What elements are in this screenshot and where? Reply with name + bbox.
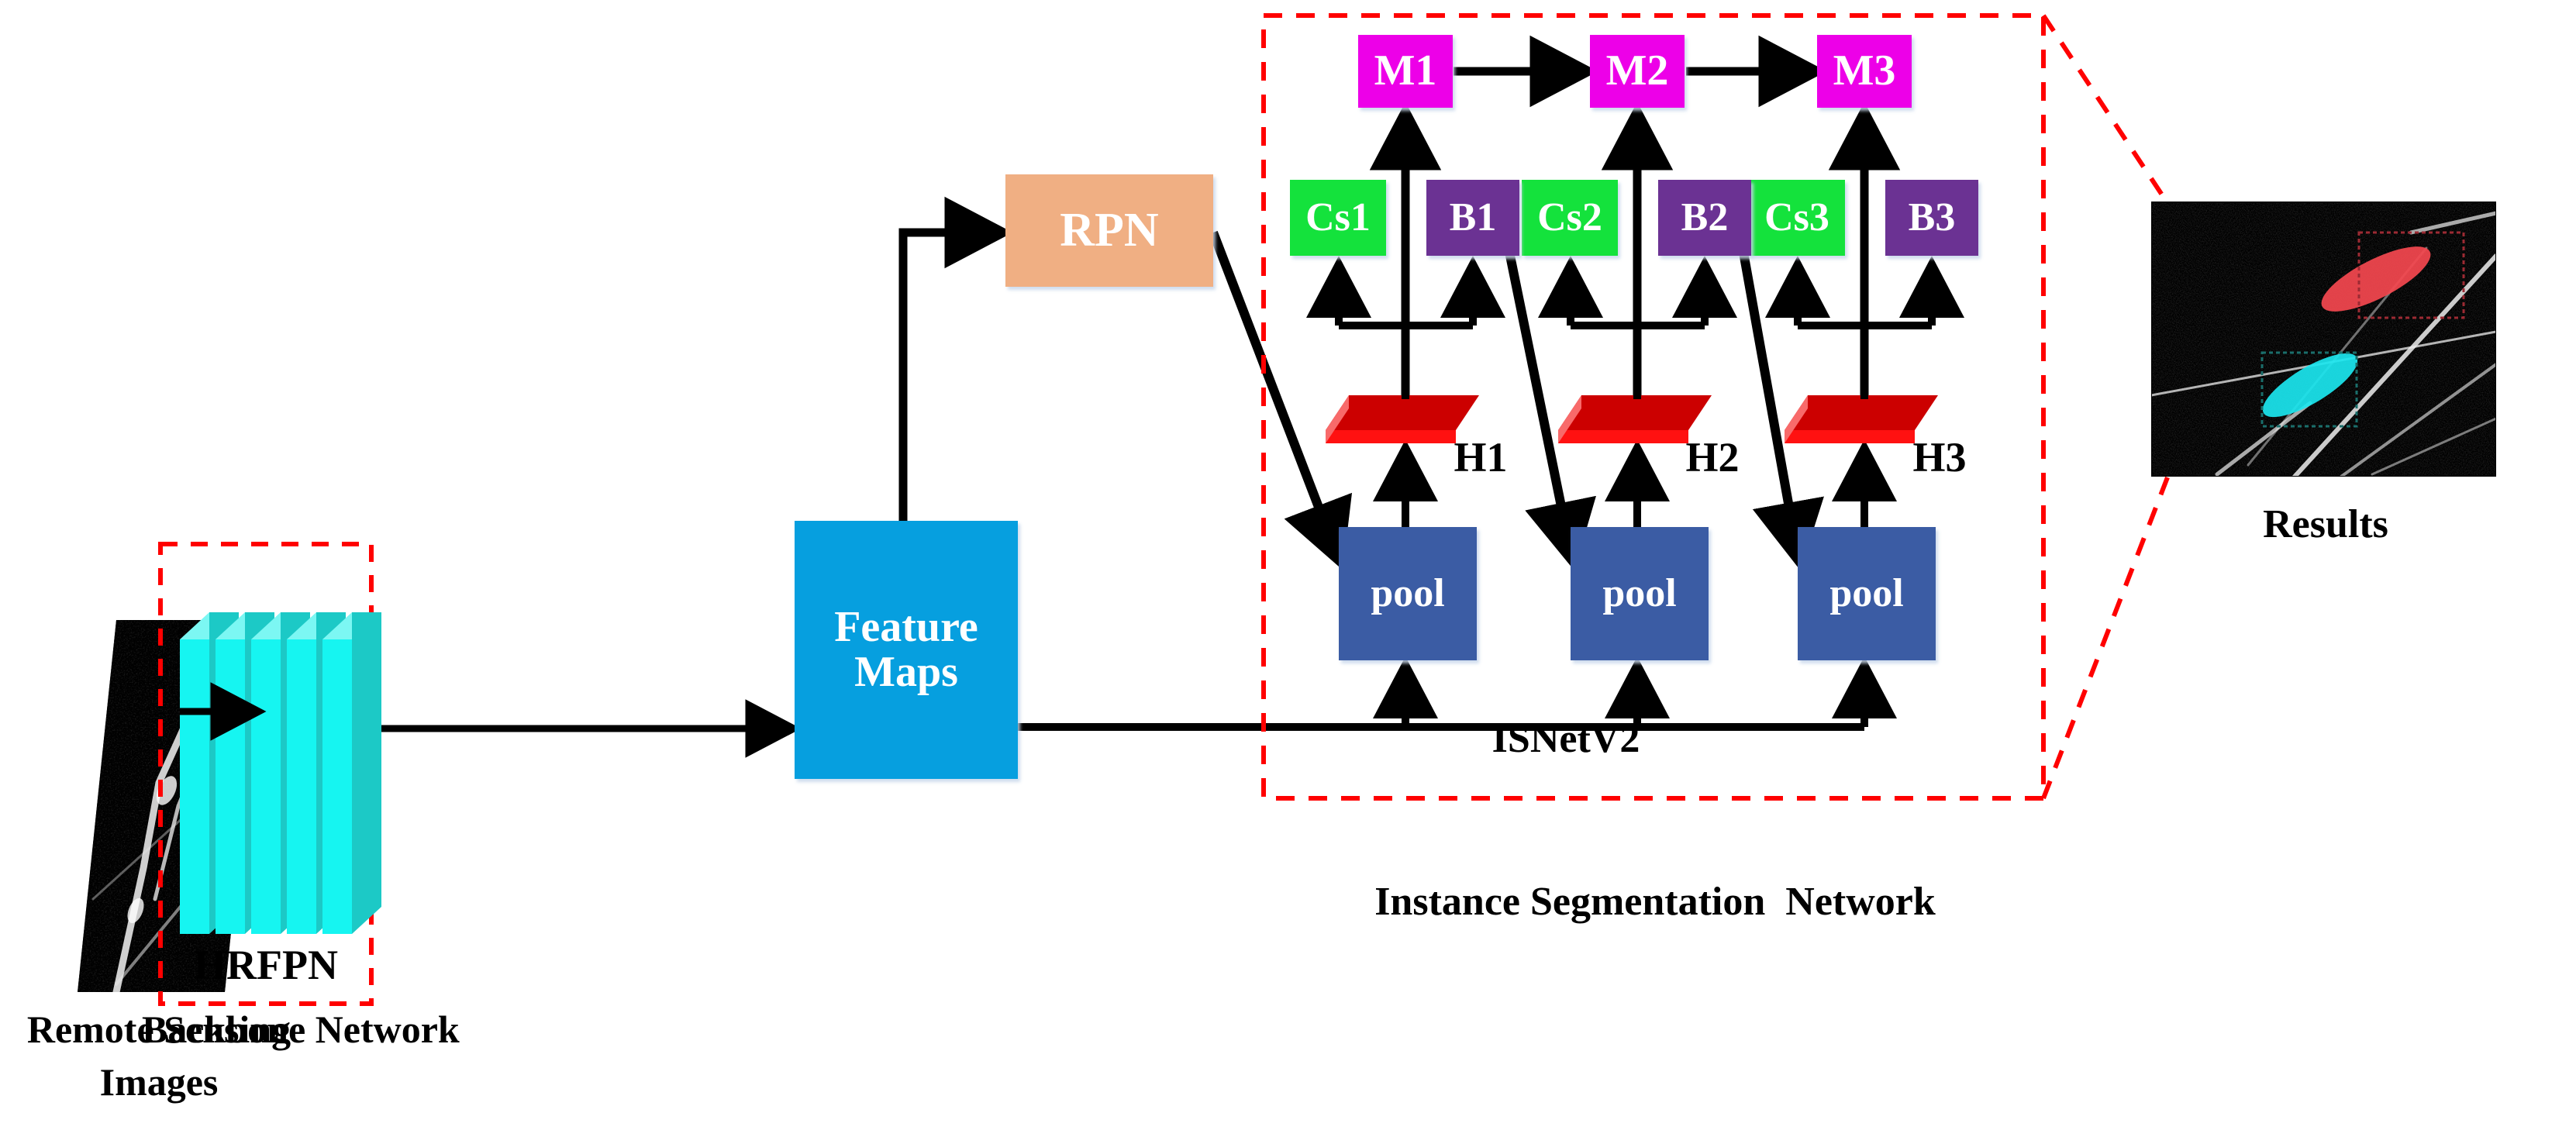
class-label-1: Cs1 [1305,195,1371,240]
bbox-label-3: B3 [1908,195,1956,240]
backbone-dashed [158,542,374,1006]
pool-box-1[interactable]: pool [1339,527,1477,660]
pool-label-3: pool [1829,571,1904,616]
class-label-2: Cs2 [1537,195,1602,240]
mask-label-3: M3 [1833,47,1896,95]
hrfpn-slab-stack [180,612,381,934]
pool-box-2[interactable]: pool [1571,527,1709,660]
results-image [2151,202,2496,477]
result-instance-cyan [2260,351,2358,428]
bbox-box-3[interactable]: B3 [1885,180,1978,256]
class-label-3: Cs3 [1764,195,1829,240]
hrfpn-label: HRFPN [194,942,338,988]
pool-label-1: pool [1371,571,1445,616]
class-box-3[interactable]: Cs3 [1749,180,1845,256]
arrow-rpn-to-pool-1 [1209,230,1353,570]
pool-label-2: pool [1602,571,1677,616]
head-slab-2 [1558,395,1712,443]
isnet-inner-label: ISNetV2 [1491,717,1640,761]
input-caption-line1: Remote Sensing [26,1008,291,1051]
mask-label-1: M1 [1374,47,1437,95]
mask-box-3[interactable]: M3 [1817,35,1912,108]
result-instance-red [2321,231,2465,319]
head-slab-3 [1785,395,1938,443]
pool-box-3[interactable]: pool [1798,527,1936,660]
mask-box-2[interactable]: M2 [1590,35,1685,108]
dashed-leader-top [2041,14,2170,205]
class-box-2[interactable]: Cs2 [1522,180,1618,256]
feature-maps-box[interactable]: Feature Maps [795,521,1018,779]
results-caption: Results [2263,502,2388,546]
bbox-box-1[interactable]: B1 [1426,180,1519,256]
backbone-network-caption: Backbone Network [142,1008,460,1051]
head-label-3: H3 [1912,434,1967,481]
arrow-rpn-to-pool-3 [1738,246,1824,571]
hrfpn-slab [322,612,381,934]
class-box-1[interactable]: Cs1 [1290,180,1386,256]
mask-box-1[interactable]: M1 [1358,35,1453,108]
head-label-1: H1 [1454,434,1508,481]
head-slab-1 [1326,395,1479,443]
head-label-2: H2 [1685,434,1740,481]
rpn-box[interactable]: RPN [1005,174,1213,287]
bbox-box-2[interactable]: B2 [1658,180,1751,256]
feature-maps-label-line1: Feature [834,603,978,652]
feature-maps-label-line2: Maps [854,647,958,696]
mask-label-2: M2 [1605,47,1669,95]
arrow-featuremaps-to-rpn [898,196,1013,521]
arrow-rpn-to-pool-2 [1504,246,1596,571]
input-caption-line2: Images [99,1060,219,1104]
bbox-label-2: B2 [1681,195,1729,240]
dashed-leader-bottom [2041,476,2170,800]
bbox-label-1: B1 [1449,195,1497,240]
isnet-caption: Instance Segmentation Network [1374,880,1936,924]
rpn-label: RPN [1060,203,1159,257]
